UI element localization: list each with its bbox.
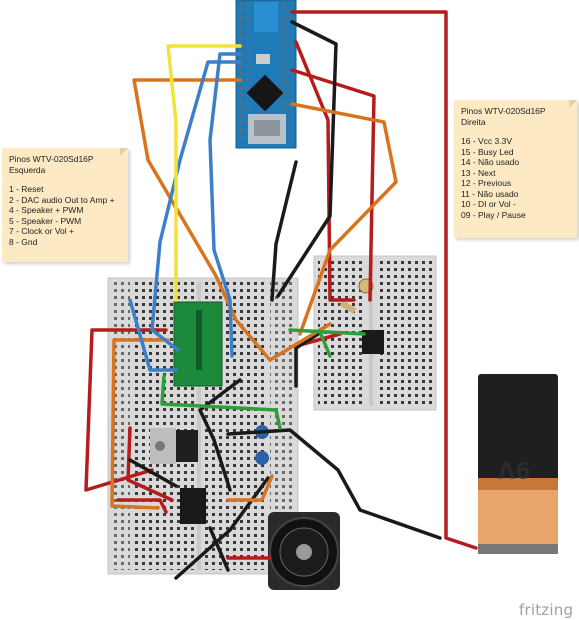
list-item: 14 - Não usado: [461, 157, 520, 167]
list-item: 15 - Busy Led: [461, 146, 514, 157]
note-right-subtitle: Direita: [461, 116, 486, 127]
note-fold: [120, 148, 128, 156]
note-fold: [569, 100, 577, 108]
list-item: 1 - Reset: [9, 184, 44, 194]
note-left-list: 1 - Reset 2 - DAC audio Out to Amp + 4 -…: [9, 184, 121, 247]
list-item: 13 - Next: [461, 167, 496, 178]
list-item: 16 - Vcc 3.3V: [461, 136, 513, 146]
list-item: 2 - DAC audio Out to Amp +: [9, 194, 115, 205]
wtv020-module: [173, 301, 223, 387]
voltage-regulator: [150, 428, 198, 464]
list-item: 7 - Clock or Vol +: [9, 226, 74, 236]
list-item: 5 - Speaker - PWM: [9, 215, 82, 226]
battery-label: 9V: [498, 456, 531, 481]
list-item: 12 - Previous: [461, 178, 512, 188]
resistor: [339, 300, 357, 314]
amplifier-ic: [180, 488, 206, 524]
list-item: 8 - Gnd: [9, 236, 38, 247]
battery-9v: [478, 374, 558, 554]
arduino-nano: [235, 0, 297, 149]
wires: [84, 10, 478, 580]
list-item: 10 - DI or Vol -: [461, 199, 516, 209]
note-right-title: Pinos WTV-020Sd16P: [461, 106, 546, 116]
speaker: [268, 512, 340, 590]
note-right-list: 16 - Vcc 3.3V 15 - Busy Led 14 - Não usa…: [461, 136, 570, 220]
note-left-subtitle: Esquerda: [9, 164, 46, 175]
fritzing-logo: fritzing: [519, 601, 574, 619]
note-right-pins: Pinos WTV-020Sd16P Direita 16 - Vcc 3.3V…: [454, 100, 577, 238]
transistor: [362, 330, 384, 354]
list-item: 4 - Speaker + PWM: [9, 205, 84, 215]
note-left-title: Pinos WTV-020Sd16P: [9, 154, 94, 164]
list-item: 11 - Não usado: [461, 188, 519, 199]
list-item: 09 - Play / Pause: [461, 209, 526, 220]
note-left-pins: Pinos WTV-020Sd16P Esquerda 1 - Reset 2 …: [2, 148, 128, 262]
